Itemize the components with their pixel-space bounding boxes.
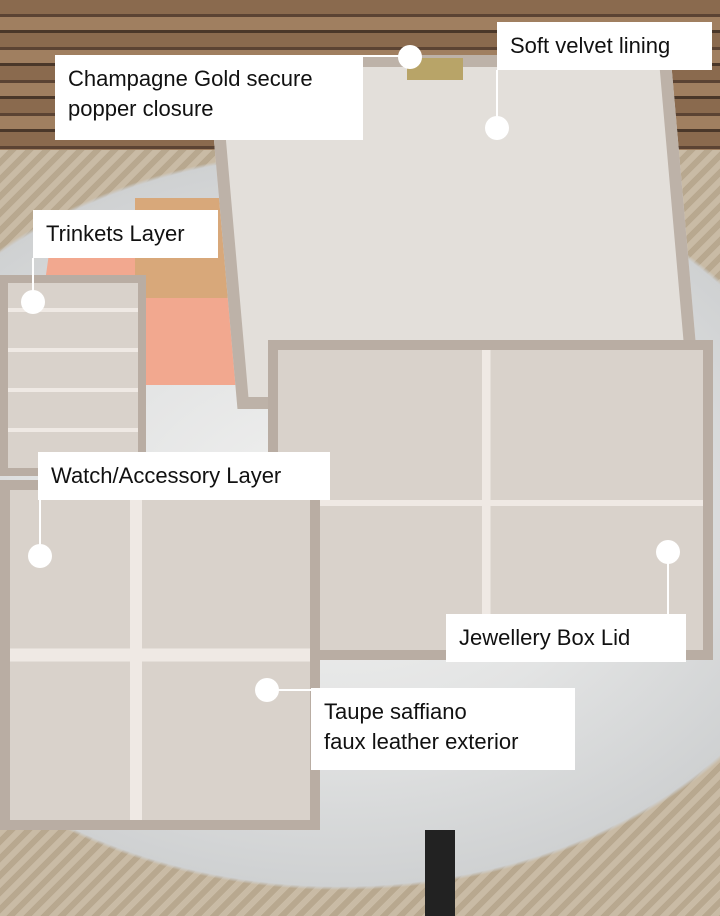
- callout-trinkets: Trinkets Layer: [33, 210, 218, 258]
- callout-dot: [255, 678, 279, 702]
- callout-text: Taupe saffiano: [324, 699, 467, 724]
- callout-closure: Champagne Gold secure popper closure: [55, 55, 363, 140]
- jewellery-box-tray: [268, 340, 713, 660]
- gold-clasp: [407, 58, 463, 80]
- callout-dot: [28, 544, 52, 568]
- callout-line: [363, 55, 410, 57]
- callout-text: faux leather exterior: [324, 729, 519, 754]
- callout-dot: [485, 116, 509, 140]
- callout-line: [267, 689, 311, 691]
- callout-line: [496, 70, 498, 128]
- callout-watch: Watch/Accessory Layer: [38, 452, 330, 500]
- callout-line: [32, 258, 34, 302]
- callout-lining: Soft velvet lining: [497, 22, 712, 70]
- callout-exterior: Taupe saffiano faux leather exterior: [311, 688, 575, 770]
- callout-text: Champagne Gold secure: [68, 66, 313, 91]
- callout-text: popper closure: [68, 96, 214, 121]
- callout-dot: [656, 540, 680, 564]
- callout-dot: [398, 45, 422, 69]
- callout-line: [39, 500, 41, 556]
- callout-dot: [21, 290, 45, 314]
- callout-line: [667, 552, 669, 614]
- table-leg: [425, 830, 455, 916]
- watch-layer-tray: [0, 480, 320, 830]
- callout-lid: Jewellery Box Lid: [446, 614, 686, 662]
